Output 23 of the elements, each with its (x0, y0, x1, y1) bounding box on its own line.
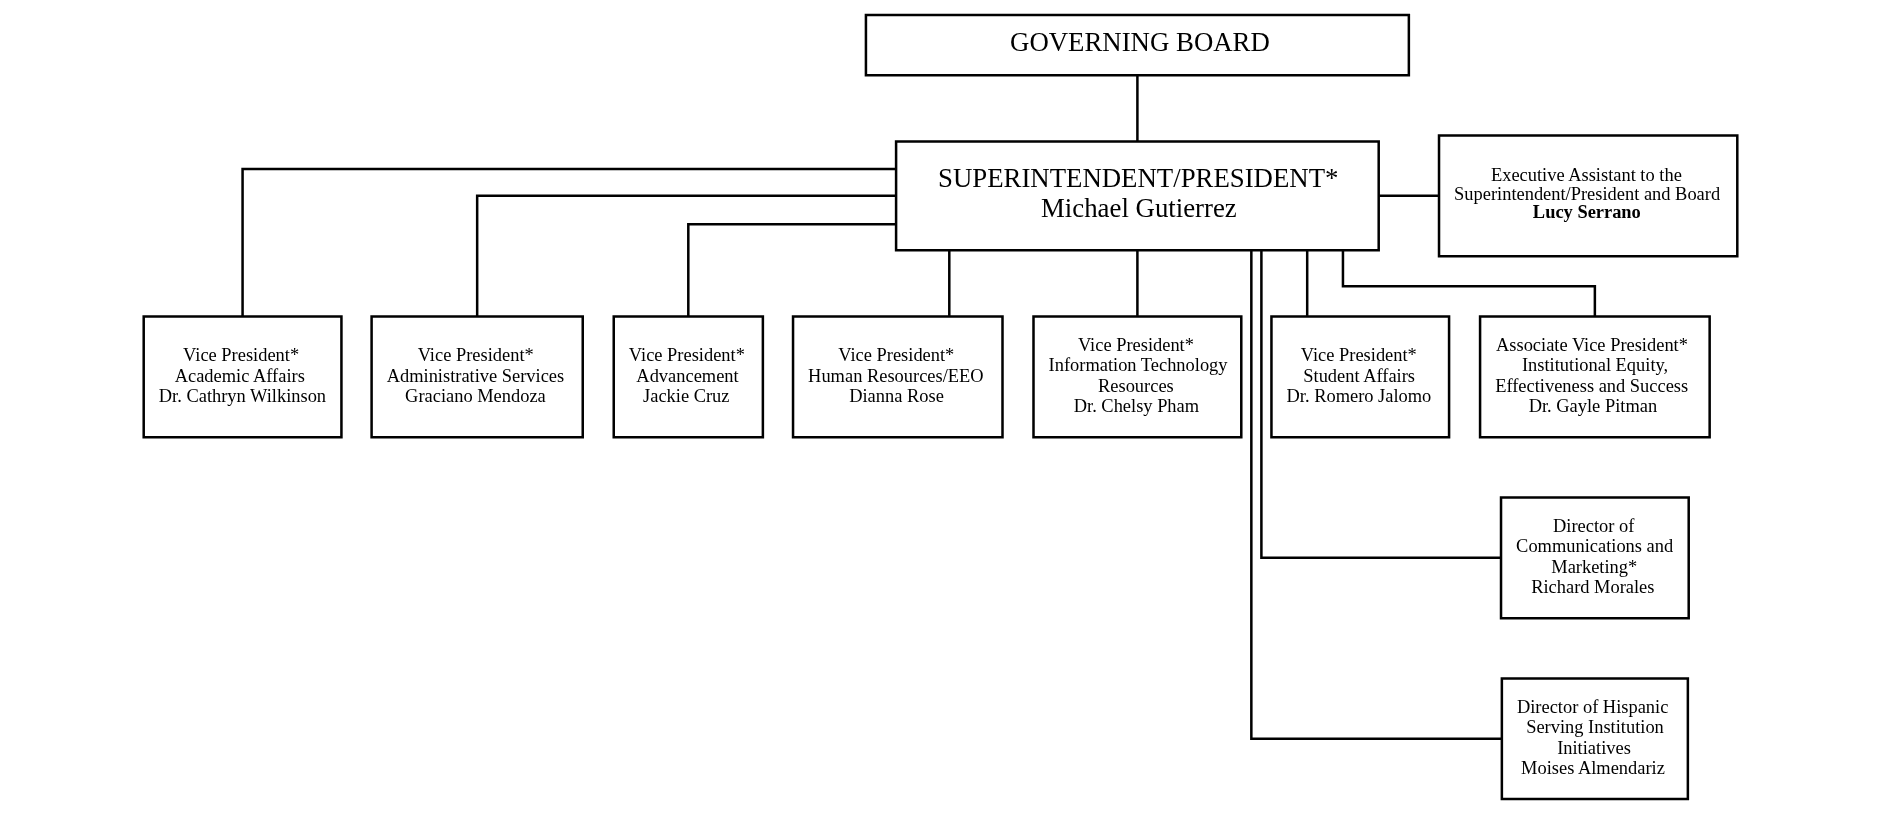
connector (1136, 75, 1139, 141)
connector (241, 167, 896, 317)
node-box: Vice President* Student Affairs Dr. Romero Jalomo (1270, 315, 1451, 439)
connector (1341, 250, 1597, 317)
connector (1136, 250, 1139, 316)
node-box: GOVERNING BOARD (864, 13, 1411, 77)
connector (1250, 250, 1502, 741)
node-box: Associate Vice President* Institutional Equity, Effectiveness and Success Dr. Gayle Pitman (1478, 315, 1711, 439)
node-box: Director of Hispanic Serving Institution Initiatives Moises Almendariz (1500, 677, 1690, 801)
connector (1379, 194, 1439, 198)
node-box: SUPERINTENDENT/PRESIDENT* Michael Gutierrez (894, 140, 1380, 252)
connector (475, 194, 896, 317)
connector (1260, 250, 1501, 560)
node-box: Vice President* Administrative Services Graciano Mendoza (370, 315, 584, 439)
node-box: Vice President* Human Resources/EEO Dianna Rose (791, 315, 1004, 439)
node-box: Executive Assistant to the Superintendent/President and Board Lucy Serrano (1437, 134, 1739, 258)
node-box: Vice President* Advancement Jackie Cruz (612, 315, 765, 439)
connector (1305, 250, 1309, 316)
connector (687, 223, 896, 317)
connector (948, 250, 951, 316)
node-box: Vice President* Academic Affairs Dr. Cathryn Wilkinson (142, 315, 343, 439)
node-box: Director of Communications and Marketing* Richard Morales (1499, 496, 1690, 620)
node-box: Vice President* Information Technology Resources Dr. Chelsy Pham (1032, 315, 1243, 439)
